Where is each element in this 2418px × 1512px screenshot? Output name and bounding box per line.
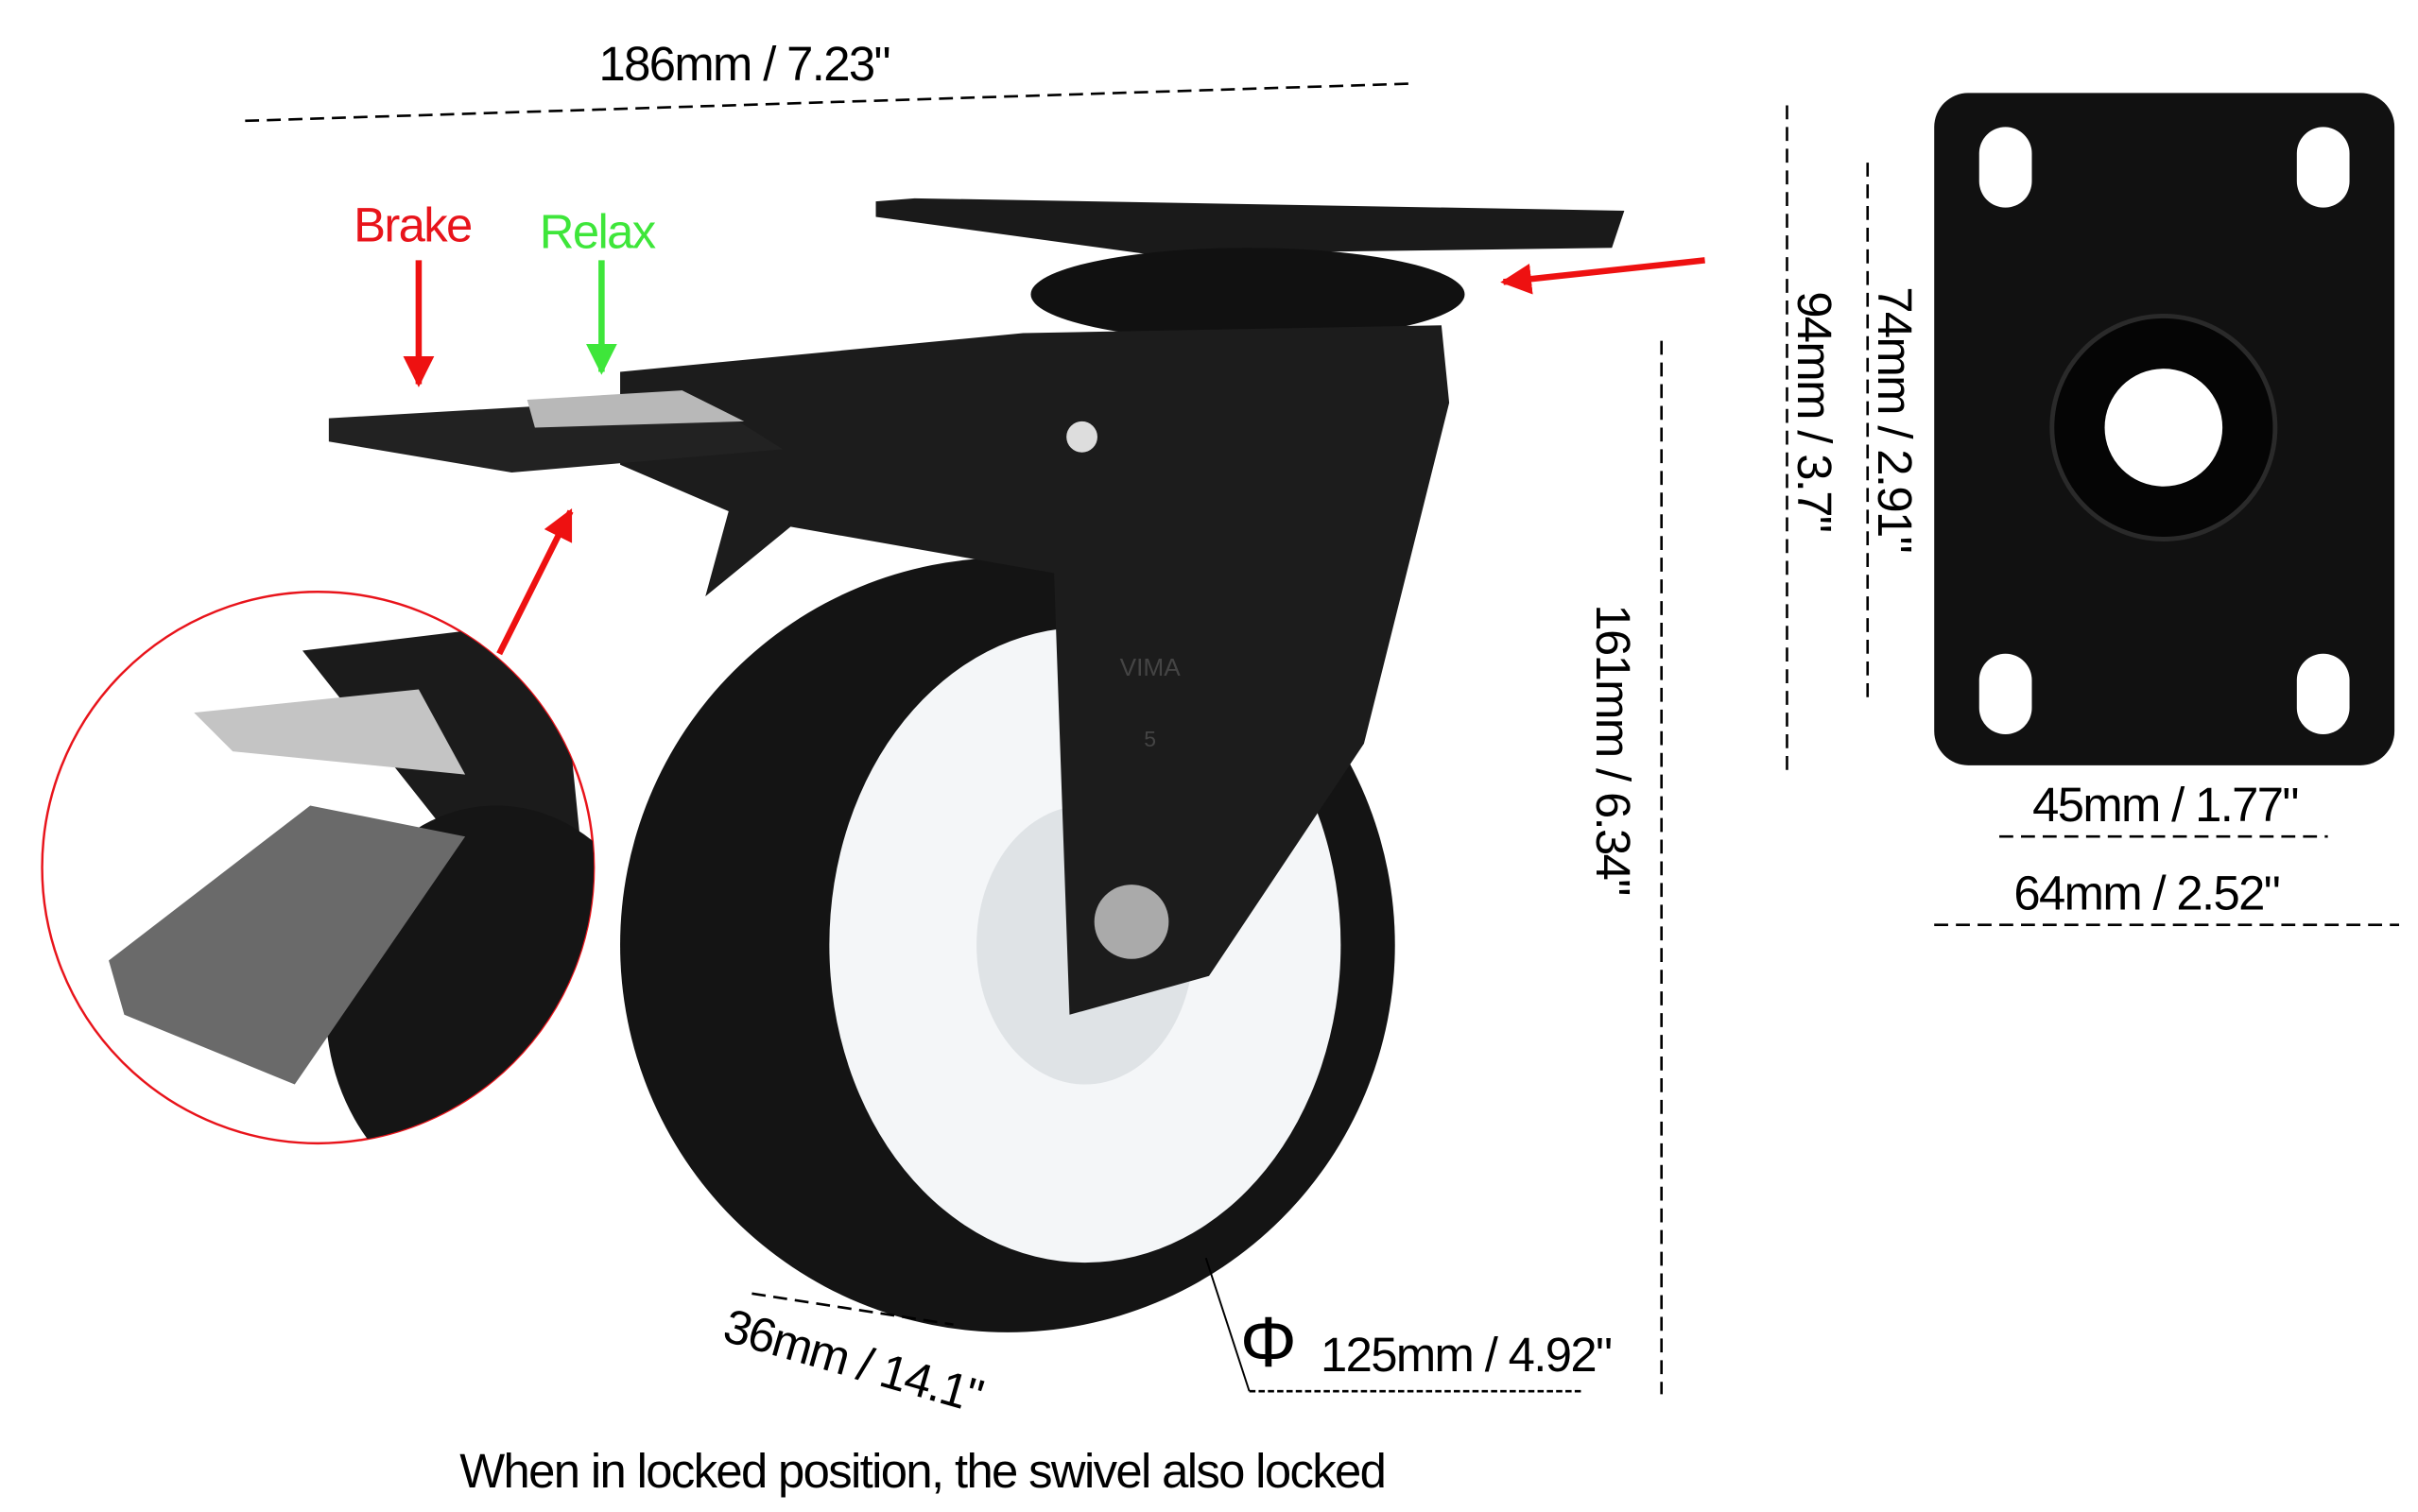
overall-width-label: 186mm / 7.23" bbox=[599, 37, 889, 91]
height-label: 161mm / 6.34" bbox=[1586, 604, 1640, 894]
caster-illustration: VIMA 5 bbox=[328, 198, 1625, 1332]
brake-label: Brake bbox=[354, 198, 472, 252]
diameter-symbol: Φ bbox=[1240, 1302, 1296, 1382]
diameter-label: 125mm / 4.92" bbox=[1321, 1328, 1611, 1382]
plate-hole-long-label: 74mm / 2.91" bbox=[1868, 286, 1922, 552]
caption: When in locked position, the swivel also… bbox=[459, 1444, 1385, 1498]
plate-arrow-icon bbox=[1500, 257, 1705, 295]
relax-label: Relax bbox=[540, 204, 656, 258]
detail-arrow-icon bbox=[496, 508, 574, 656]
plate-length-label: 94mm / 3.7" bbox=[1788, 291, 1841, 531]
plate-width-label: 64mm / 2.52" bbox=[2013, 866, 2279, 919]
mounting-plate bbox=[1934, 93, 2395, 765]
wheel-width-line bbox=[751, 1292, 954, 1326]
plate-hole-short-label: 45mm / 1.77" bbox=[2032, 778, 2298, 832]
logo-number: 5 bbox=[1144, 727, 1156, 751]
diameter-leader bbox=[1204, 1257, 1251, 1392]
brake-detail-inset bbox=[41, 591, 596, 1145]
logo-text: VIMA bbox=[1120, 653, 1182, 681]
